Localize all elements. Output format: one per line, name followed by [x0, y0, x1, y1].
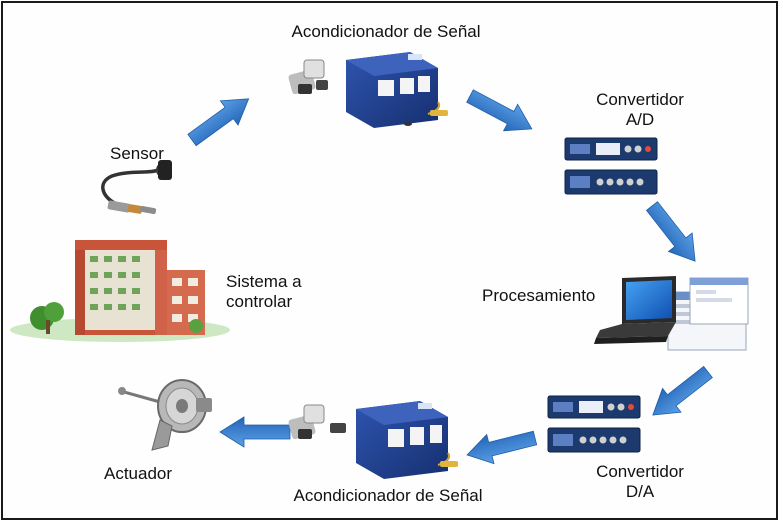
arrow-sensor-to-conditioner — [182, 86, 258, 153]
label-processing: Procesamiento — [482, 286, 596, 305]
label-dac-line1: Convertidor — [596, 462, 684, 481]
label-signal-conditioner-bottom: Acondicionador de Señal — [293, 486, 483, 505]
arrow-dac-to-conditioner — [463, 423, 540, 470]
motor-actuator-icon — [118, 379, 212, 451]
oxygen-sensor-icon — [101, 160, 172, 215]
signal-conditioner-icon-bottom — [288, 401, 458, 479]
arrow-conditioner-to-adc — [462, 82, 540, 143]
laptop-icon — [594, 276, 749, 351]
label-system-line2: controlar — [226, 292, 293, 311]
arrow-processing-to-dac — [643, 359, 718, 428]
label-sensor: Sensor — [110, 144, 164, 163]
label-signal-conditioner-top: Acondicionador de Señal — [291, 22, 481, 41]
label-actuator: Actuador — [104, 464, 173, 483]
building-icon — [10, 240, 230, 342]
signal-conditioner-icon-top — [288, 52, 448, 128]
label-adc-line2: A/D — [625, 110, 655, 129]
label-adc-line1: Convertidor — [596, 90, 684, 109]
rack-converter-icon-adc — [564, 137, 658, 195]
rack-converter-icon-dac — [547, 395, 641, 453]
label-system-line1: Sistema a — [226, 272, 302, 291]
arrow-conditioner-to-actuator — [219, 416, 291, 448]
arrow-adc-to-processing — [639, 196, 708, 271]
label-dac-line2: D/A — [625, 482, 655, 501]
